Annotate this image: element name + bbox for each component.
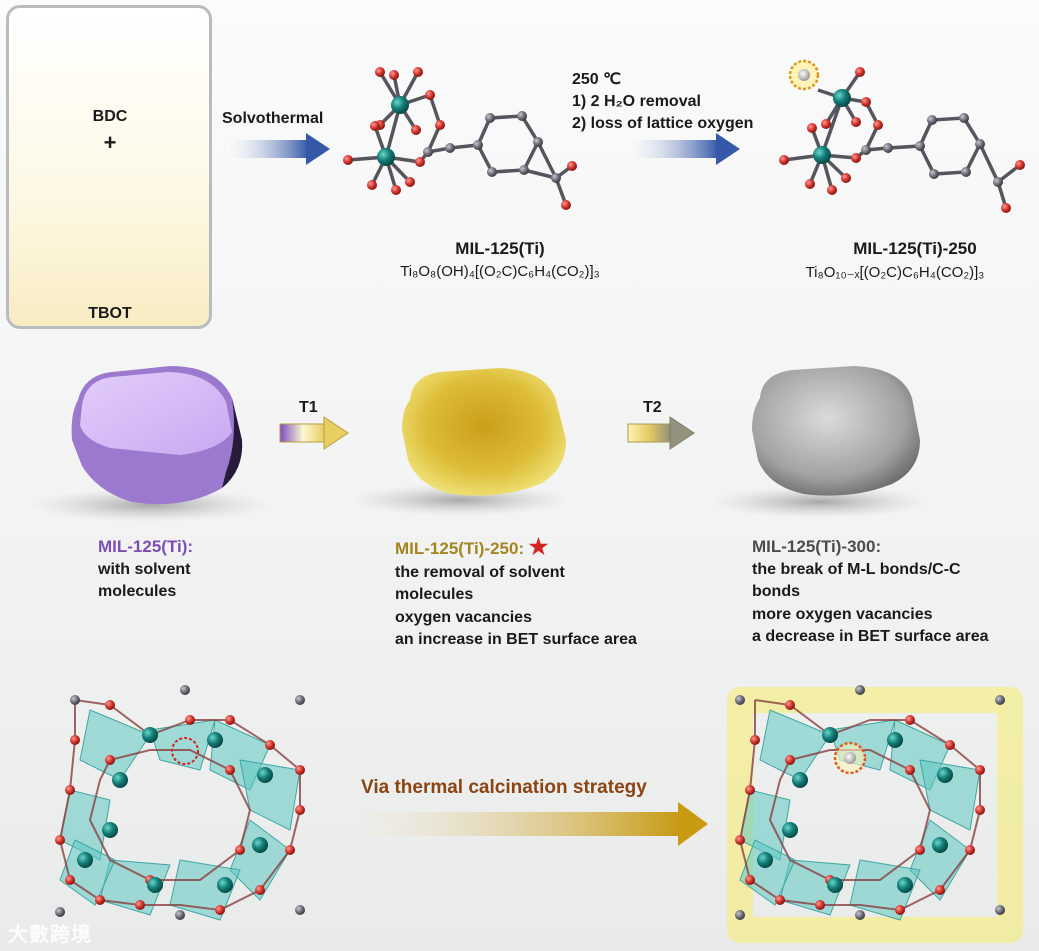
mil125-300-description: MIL-125(Ti)-300: the break of M-L bonds/… xyxy=(752,536,989,649)
strategy-arrow xyxy=(360,802,708,846)
mil125-250-description-line: an increase in BET surface area xyxy=(395,631,637,648)
mil125-description-line: molecules xyxy=(98,583,177,600)
mil125-250-description-line: the removal of solvent xyxy=(395,563,565,581)
mil125-atoms xyxy=(343,67,577,210)
mil125-300-description-line: more oxygen vacancies xyxy=(752,605,933,623)
mil125-formula: Ti₈O₈(OH)₄[(O₂C)C₆H₄(CO₂)]₃ xyxy=(400,263,600,280)
plus-sign: + xyxy=(103,130,117,155)
reagent-panel xyxy=(6,5,212,329)
shadow-purple xyxy=(30,488,270,522)
step2-label: 2) loss of lattice oxygen xyxy=(572,115,754,132)
vacancy-site-left xyxy=(171,737,199,765)
mil125-250-name: MIL-125(Ti)-250 xyxy=(853,239,977,258)
t1-label: T1 xyxy=(299,399,318,416)
mil125-300-description-title: MIL-125(Ti)-300: xyxy=(752,537,882,556)
tbot-label: TBOT xyxy=(88,305,132,322)
arrow-t2 xyxy=(627,416,695,450)
step1-label: 1) 2 H₂O removal xyxy=(572,93,701,110)
shadow-yellow xyxy=(350,484,570,516)
mil125-300-description-line: the break of M-L bonds/C-C xyxy=(752,560,961,578)
crystal-mil125 xyxy=(71,366,243,505)
star-icon: ★ xyxy=(528,534,549,559)
arrow-t1 xyxy=(279,416,349,450)
watermark: 大數跨境 xyxy=(8,924,92,946)
solvothermal-label: Solvothermal xyxy=(222,110,324,127)
solvothermal-arrow xyxy=(230,133,330,165)
mil125-description-title: MIL-125(Ti): xyxy=(98,537,194,556)
calcination-arrow xyxy=(632,133,740,165)
t2-label: T2 xyxy=(643,399,662,416)
mil125-250-atoms xyxy=(779,67,1025,213)
framework-left-atoms xyxy=(55,685,305,920)
framework-right-atoms xyxy=(735,685,1005,920)
bdc-label: BDC xyxy=(92,108,128,125)
shadow-grey xyxy=(710,486,930,518)
framework-right xyxy=(727,685,1023,943)
mil125-250-description-title: MIL-125(Ti)-250: xyxy=(395,539,525,558)
temperature-label: 250 ℃ xyxy=(572,71,622,88)
mil125-300-description-line: a decrease in BET surface area xyxy=(752,628,989,645)
crystal-mil125-250 xyxy=(402,368,566,496)
mil125-name: MIL-125(Ti) xyxy=(455,239,545,258)
mil125-250-fragment xyxy=(783,71,1022,209)
mil125-250-description-line: oxygen vacancies xyxy=(395,608,532,626)
mil125-250-description-line: molecules xyxy=(395,586,474,603)
vacancy-site-right xyxy=(833,741,867,775)
oxygen-vacancy-marker xyxy=(788,59,820,91)
mil125-250-description: MIL-125(Ti)-250: ★ the removal of solven… xyxy=(395,534,637,652)
crystal-mil125-300 xyxy=(752,366,920,496)
framework-left xyxy=(55,685,305,921)
mil125-description-line: with solvent xyxy=(98,560,191,578)
mil125-300-description-line: bonds xyxy=(752,583,800,600)
mil125-250-formula: Ti₈O₁₀₋ₓ[(O₂C)C₆H₄(CO₂)]₃ xyxy=(805,264,985,281)
strategy-label: Via thermal calcination strategy xyxy=(361,777,647,798)
mil125-description: MIL-125(Ti): with solvent molecules xyxy=(98,536,193,604)
